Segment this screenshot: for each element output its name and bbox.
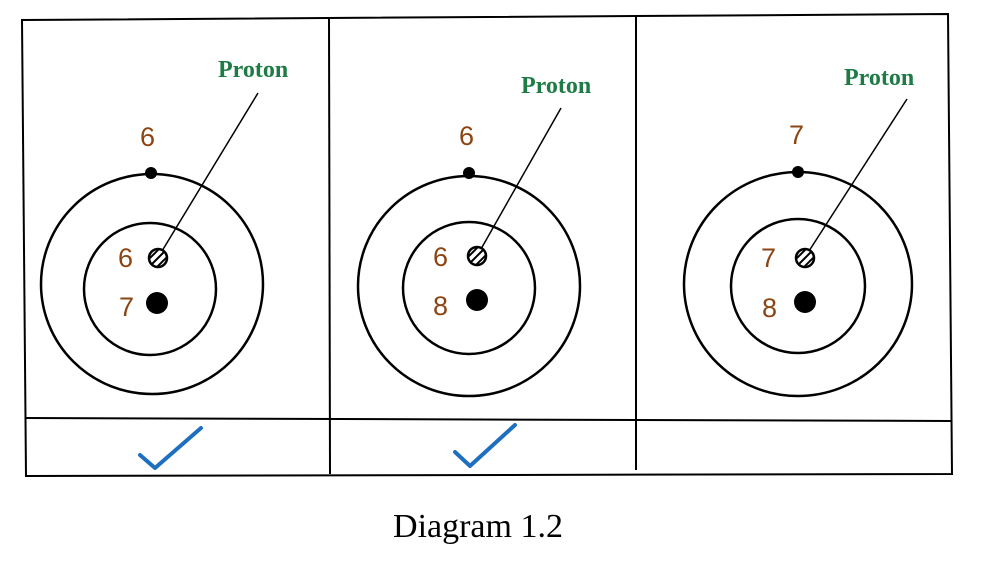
electron-count: 7 [789, 120, 804, 150]
outer-shell [356, 174, 582, 398]
proton-label: Proton [218, 57, 288, 83]
proton-icon [794, 247, 816, 269]
inner-shell [729, 217, 867, 355]
figure-caption: Diagram 1.2 [393, 508, 563, 545]
proton-pointer-line [808, 98, 908, 252]
neutron-dot [466, 289, 488, 311]
proton-icon [147, 247, 169, 269]
electron-count: 6 [459, 121, 474, 151]
proton-label: Proton [521, 73, 591, 99]
inner-shell [82, 221, 218, 357]
proton-pointer-line [161, 92, 259, 252]
checkmark-icon [138, 426, 203, 470]
proton-count: 6 [118, 243, 133, 273]
table-frame [20, 12, 954, 478]
proton-count: 7 [761, 243, 776, 273]
neutron-count: 8 [433, 291, 448, 321]
atom-panel-2 [356, 107, 582, 398]
proton-pointer-line [480, 107, 562, 250]
outer-shell [682, 170, 914, 398]
outer-shell [39, 172, 265, 396]
column-divider-1 [328, 18, 331, 475]
electron-dot [463, 167, 475, 179]
neutron-count: 8 [762, 293, 777, 323]
proton-count: 6 [433, 242, 448, 272]
checkmark-icon [453, 423, 517, 468]
inner-shell [401, 220, 537, 356]
neutron-dot [146, 292, 168, 314]
electron-dot [145, 167, 157, 179]
electron-dot [792, 166, 804, 178]
row-divider [24, 417, 952, 422]
neutron-count: 7 [119, 292, 134, 322]
atom-panel-3 [682, 98, 914, 398]
proton-icon [466, 245, 488, 267]
neutron-dot [794, 291, 816, 313]
table-border [20, 12, 954, 478]
proton-label: Proton [844, 65, 914, 91]
atom-panel-1 [39, 92, 265, 396]
electron-count: 6 [140, 122, 155, 152]
